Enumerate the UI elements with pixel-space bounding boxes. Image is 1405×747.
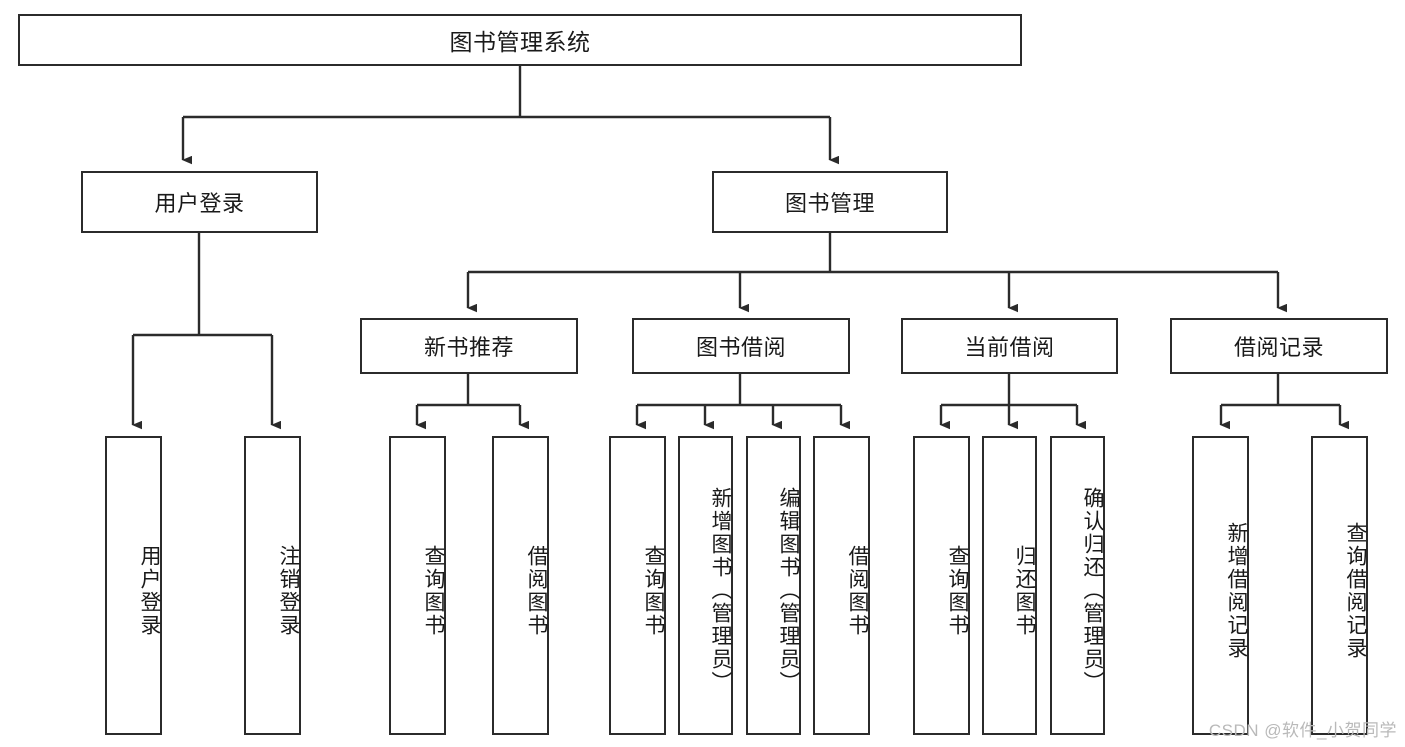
node-label: 当前借阅 [964,335,1055,360]
leaf-borrow-record-add[interactable]: 新增借阅记录 [1192,436,1249,735]
node-label: 确认归还（管理员） [1081,487,1104,694]
node-label: 新增借阅记录 [1225,521,1248,660]
node-root-system[interactable]: 图书管理系统 [18,14,1022,66]
node-label: 注销登录 [277,544,300,637]
leaf-book-borrow-query[interactable]: 查询图书 [609,436,666,735]
node-book-management[interactable]: 图书管理 [712,171,948,233]
leaf-new-book-query[interactable]: 查询图书 [389,436,446,735]
node-label: 查询借阅记录 [1344,521,1367,660]
node-book-borrow[interactable]: 图书借阅 [632,318,850,374]
node-label: 新增图书（管理员） [709,487,732,694]
node-current-borrow[interactable]: 当前借阅 [901,318,1118,374]
node-label: 编辑图书（管理员） [777,487,800,694]
leaf-book-borrow-add[interactable]: 新增图书（管理员） [678,436,733,735]
node-label: 查询图书 [642,544,665,637]
node-label: 用户登录 [154,191,245,216]
leaf-book-borrow-edit[interactable]: 编辑图书（管理员） [746,436,801,735]
node-label: 归还图书 [1013,544,1036,637]
leaf-current-borrow-return[interactable]: 归还图书 [982,436,1037,735]
leaf-new-book-borrow[interactable]: 借阅图书 [492,436,549,735]
node-new-book-recommend[interactable]: 新书推荐 [360,318,578,374]
node-label: 借阅记录 [1233,335,1324,360]
leaf-book-borrow-borrow[interactable]: 借阅图书 [813,436,870,735]
leaf-current-borrow-query[interactable]: 查询图书 [913,436,970,735]
node-label: 图书管理系统 [449,29,591,55]
leaf-user-login-logout[interactable]: 注销登录 [244,436,301,735]
leaf-current-borrow-confirm-return[interactable]: 确认归还（管理员） [1050,436,1105,735]
node-label: 借阅图书 [846,544,869,637]
watermark-text: CSDN @软件_小贺同学 [1208,721,1397,740]
node-user-login[interactable]: 用户登录 [81,171,318,233]
node-label: 借阅图书 [525,544,548,637]
node-label: 图书管理 [784,191,875,216]
leaf-borrow-record-query[interactable]: 查询借阅记录 [1311,436,1368,735]
node-label: 用户登录 [138,544,161,637]
node-borrow-record[interactable]: 借阅记录 [1170,318,1388,374]
node-label: 查询图书 [422,544,445,637]
node-label: 新书推荐 [423,335,514,360]
leaf-user-login-login[interactable]: 用户登录 [105,436,162,735]
node-label: 查询图书 [946,544,969,637]
node-label: 图书借阅 [695,335,786,360]
